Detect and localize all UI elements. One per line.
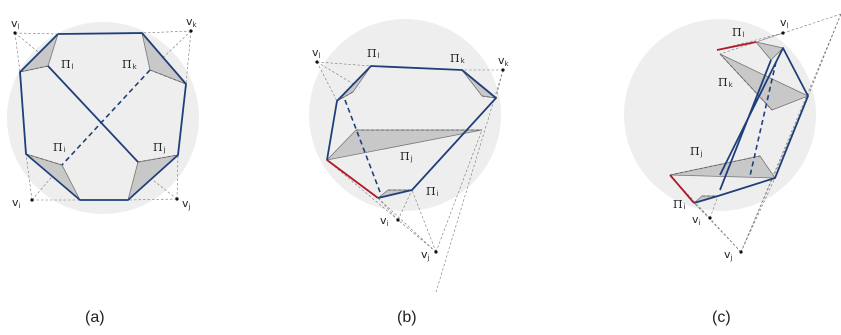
- panel-b-label-pi-k: Πk: [450, 52, 466, 65]
- panel-c-vertex-j-dot: [739, 250, 743, 254]
- panel-c-vertex-l-dot: [781, 31, 785, 35]
- panel-c-red-edge-bottom: [669, 174, 695, 204]
- panel-c-caption: (c): [712, 309, 731, 326]
- panel-c-diagonal-dashed: [749, 61, 777, 177]
- panel-c-label-pi-l: Πl: [732, 26, 745, 39]
- panel-a-label-pi-i: Πi: [53, 141, 66, 154]
- panel-c-polygon: [693, 47, 809, 204]
- panel-c-label-pi-k: Πk: [718, 76, 734, 89]
- panel-c-vertex-i-dot: [708, 216, 712, 220]
- panel-b-polygon: [326, 65, 497, 199]
- panel-b-caption: (b): [397, 309, 417, 326]
- panel-c-label-vj: vj: [724, 248, 733, 262]
- panel-a-label-vk: vk: [186, 15, 198, 29]
- panel-b-vertex-i-dot: [396, 218, 400, 222]
- panel-a-vertex-j-dot: [175, 197, 179, 201]
- panel-c-triangle-l: [754, 41, 784, 61]
- panel-b-red-edge: [326, 159, 379, 199]
- panel-b: vl vk vi vj Πl Πk Πj Πi (b): [309, 19, 510, 326]
- panel-b-vertex-l-dot: [315, 60, 319, 64]
- panel-a-polygon: [19, 32, 187, 201]
- panel-b-label-vl: vl: [312, 46, 321, 60]
- panel-b-label-pi-j: Πj: [400, 150, 413, 163]
- panel-a: vl vk vi vj Πl Πk Πi Πj (a): [7, 15, 199, 326]
- panel-c-red-edge-top: [716, 41, 757, 51]
- panel-a-label-vi: vi: [12, 196, 21, 210]
- panel-a-vertex-l-dot: [13, 31, 17, 35]
- panel-a-vertex-k-dot: [189, 29, 193, 33]
- panel-c-diagonal-solid: [719, 59, 772, 191]
- panel-b-label-vj: vj: [421, 248, 430, 262]
- panel-a-label-pi-j: Πj: [153, 141, 166, 154]
- panel-a-label-pi-k: Πk: [122, 58, 138, 71]
- panel-b-label-vk: vk: [498, 54, 510, 68]
- panel-a-caption: (a): [85, 309, 105, 326]
- panel-a-label-vl: vl: [11, 17, 20, 31]
- panel-b-label-vi: vi: [380, 214, 389, 228]
- panel-a-label-vj: vj: [182, 197, 191, 211]
- panel-b-label-pi-i: Πi: [426, 185, 439, 198]
- panel-c: vl vi vj Πl Πk Πj Πi (c): [624, 13, 841, 326]
- panel-b-label-pi-l: Πl: [367, 47, 380, 60]
- panel-c-label-vi: vi: [692, 213, 701, 227]
- panel-c-label-pi-j: Πj: [690, 145, 703, 158]
- panel-c-disk: [624, 19, 816, 211]
- panel-c-label-pi-i: Πi: [673, 198, 686, 211]
- panel-a-label-pi-l: Πl: [61, 58, 74, 71]
- panel-c-triangle-k: [719, 53, 810, 111]
- panel-c-label-vl: vl: [780, 16, 789, 30]
- panel-b-disk: [309, 19, 501, 211]
- panel-a-diagonal-dashed: [61, 69, 151, 166]
- panel-b-vertex-k-dot: [501, 68, 505, 72]
- panel-b-vertex-j-dot: [434, 250, 438, 254]
- panel-a-diagonal-solid: [47, 65, 139, 163]
- panel-a-vertex-i-dot: [30, 198, 34, 202]
